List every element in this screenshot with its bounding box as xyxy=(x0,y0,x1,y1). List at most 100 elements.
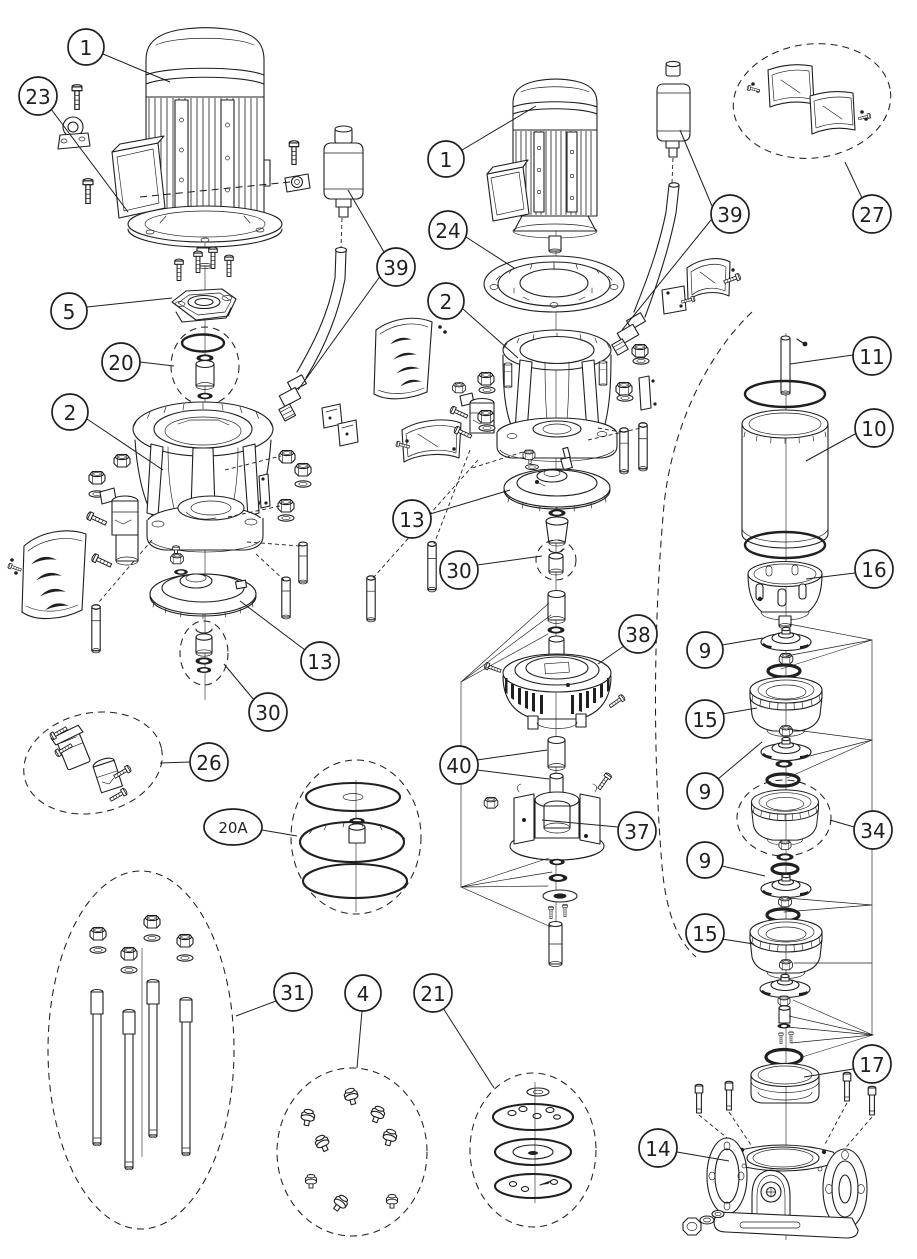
callout-31-10: 31 xyxy=(235,972,313,1017)
staybolt-rod xyxy=(146,978,160,1139)
clamp-blocks-middle xyxy=(321,403,359,447)
balloon-shape xyxy=(203,808,263,846)
callout-39-5: 39 xyxy=(297,189,416,391)
balloon-number: 10 xyxy=(861,417,886,441)
seal-plate-left-13 xyxy=(149,553,257,620)
coupling-clamp-5 xyxy=(171,246,237,323)
oring-mid xyxy=(743,530,827,560)
balloon-shape xyxy=(710,194,750,234)
callout-30-17: 30 xyxy=(439,550,543,590)
callout-39-21: 39 xyxy=(621,129,750,331)
oring-top xyxy=(743,379,827,409)
balloon-number: 14 xyxy=(645,1137,670,1161)
balloon-shape xyxy=(344,974,382,1012)
motor-middle-drawing xyxy=(486,78,598,254)
seal-kit-20A xyxy=(290,759,422,915)
balloon-number: 9 xyxy=(699,849,712,873)
callout-37-20: 37 xyxy=(541,811,657,851)
callout-9-28: 9 xyxy=(686,741,763,810)
balloon-shape xyxy=(617,811,657,851)
balloon-number: 15 xyxy=(692,922,717,946)
balloon-number: 11 xyxy=(859,345,884,369)
drain-plug xyxy=(682,1209,725,1236)
balloon-shape xyxy=(376,247,416,287)
callout-13-16: 13 xyxy=(392,489,511,539)
right-column xyxy=(682,43,892,1239)
balloon-shape xyxy=(852,194,892,234)
balloon-shape xyxy=(854,549,894,589)
balloon-number: 21 xyxy=(420,982,445,1006)
balloon-number: 30 xyxy=(446,559,471,583)
air-vent-valve-middle xyxy=(656,60,691,184)
callout-15-27: 15 xyxy=(685,699,758,739)
balloon-shape xyxy=(427,140,465,178)
balloon-shape xyxy=(852,336,892,376)
balloon-number: 4 xyxy=(357,982,370,1006)
kit-groups xyxy=(23,711,597,1237)
callout-34-29: 34 xyxy=(829,810,893,850)
plug-kit-4 xyxy=(276,1067,428,1237)
callout-9-30: 9 xyxy=(686,841,766,879)
motor-flange-24 xyxy=(483,255,625,313)
balloon-shape xyxy=(51,393,89,431)
callout-2-15: 2 xyxy=(427,282,519,359)
callout-4-11: 4 xyxy=(344,974,382,1069)
balloon-number: 9 xyxy=(699,780,712,804)
balloon-shape xyxy=(189,742,229,782)
callout-1-13: 1 xyxy=(427,105,537,178)
guard-vane-upper xyxy=(373,317,447,400)
callout-26-8: 26 xyxy=(159,742,229,782)
seal-plate-middle-13 xyxy=(503,446,611,513)
balloon-shape xyxy=(50,292,88,330)
construction-lines xyxy=(460,311,874,1058)
balloon-shape xyxy=(413,973,453,1013)
vent-pipe-left xyxy=(278,246,348,422)
motor-stool-left-2 xyxy=(132,401,274,564)
outer-sleeve-10 xyxy=(741,409,829,549)
bearing-holder-37 xyxy=(483,771,613,861)
guard-frame-left xyxy=(395,419,462,463)
balloon-shape xyxy=(852,1044,892,1084)
balloon-number: 1 xyxy=(80,36,93,60)
balloon-shape xyxy=(854,408,894,448)
callout-40-19: 40 xyxy=(439,745,550,785)
callout-27-22: 27 xyxy=(844,161,892,234)
balloon-shape xyxy=(618,614,658,654)
balloon-number: 20A xyxy=(218,819,248,837)
pump-base-14 xyxy=(706,1137,868,1239)
balloon-shape xyxy=(685,913,725,953)
strainer-cup-16 xyxy=(747,560,823,629)
ribbed-chamber-38 xyxy=(483,653,627,730)
callout-5-2: 5 xyxy=(50,292,173,330)
balloon-shape xyxy=(300,641,340,681)
balloon-shape xyxy=(439,745,479,785)
balloon-shape xyxy=(686,841,724,879)
callout-14-33: 14 xyxy=(638,1128,730,1168)
continuation-curve xyxy=(654,311,753,958)
casing-studs xyxy=(694,1071,877,1153)
staybolt-rod xyxy=(90,988,104,1147)
balloon-number: 15 xyxy=(692,708,717,732)
bracket-lines-right xyxy=(780,623,874,1058)
staybolt-rod xyxy=(179,996,193,1157)
guard-frame-right xyxy=(661,258,742,315)
middle-column xyxy=(321,60,742,967)
balloon-number: 17 xyxy=(859,1053,884,1077)
clamp-assembly-left xyxy=(85,487,139,570)
balloon-number: 2 xyxy=(64,401,77,425)
balloon-number: 16 xyxy=(861,558,886,582)
balloon-number: 2 xyxy=(440,290,453,314)
callout-16-25: 16 xyxy=(805,549,894,589)
staybolt-rod xyxy=(122,1008,136,1171)
balloon-number: 34 xyxy=(860,819,885,843)
base-ring-17 xyxy=(750,1062,820,1104)
motor-left-drawing xyxy=(111,27,283,269)
motor-stool-middle-2 xyxy=(496,329,618,465)
vent-pipe-middle xyxy=(611,182,680,356)
callout-23-1: 23 xyxy=(18,76,129,213)
callout-24-14: 24 xyxy=(428,210,515,269)
balloon-number: 1 xyxy=(440,148,453,172)
balloon-shape xyxy=(101,342,141,382)
